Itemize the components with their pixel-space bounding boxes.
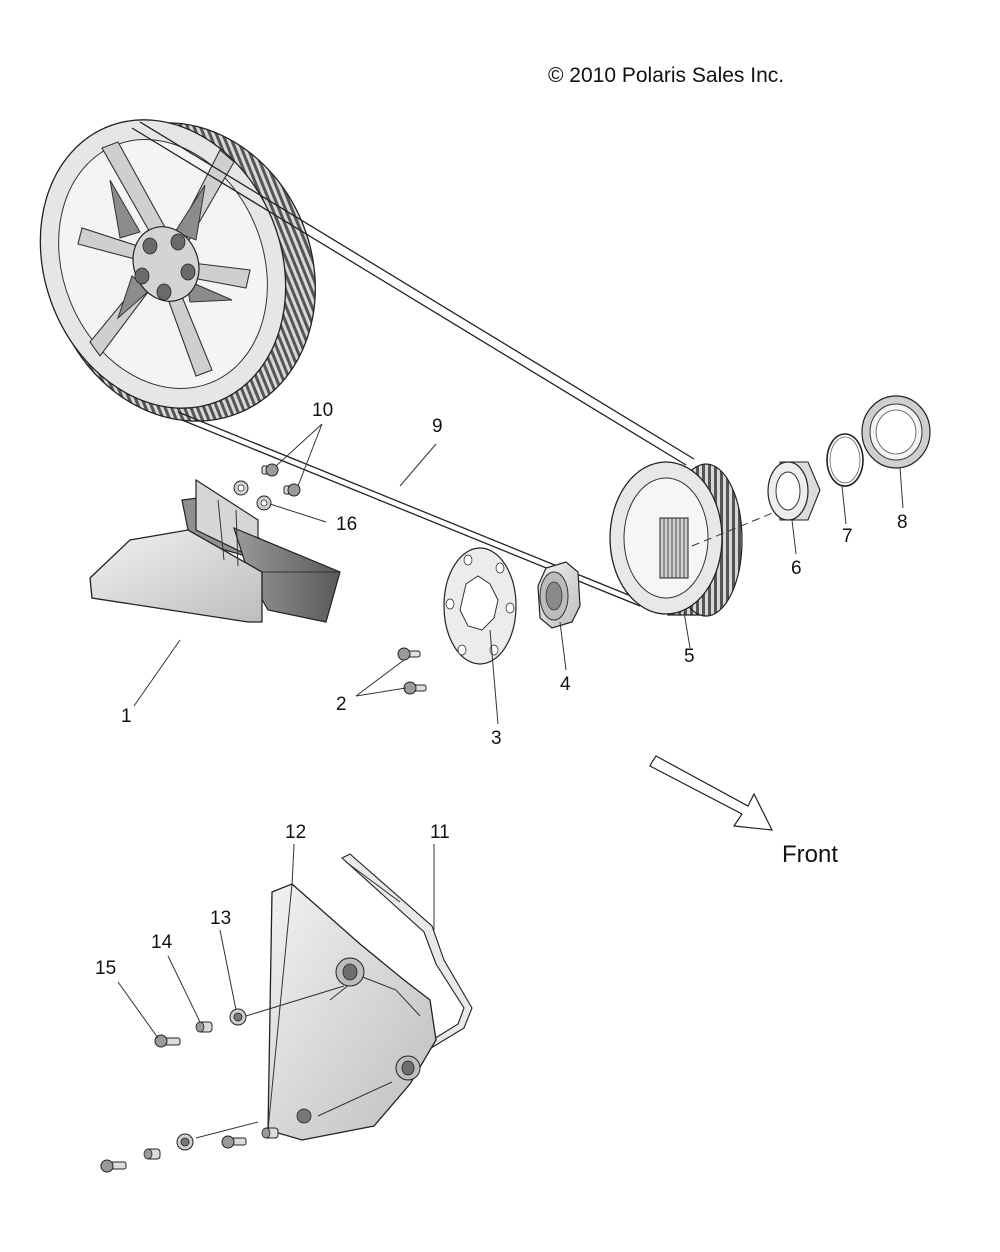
nut-part-4 (537, 561, 581, 629)
callout-9: 9 (432, 416, 443, 437)
bolt-part-10-right (283, 483, 301, 497)
leader-lines (117, 423, 904, 1139)
bushing-lower (176, 1133, 194, 1151)
callout-8: 8 (897, 512, 908, 533)
bolt-lower-left (100, 1159, 127, 1173)
bushing-part-13 (229, 1008, 247, 1026)
callout-labels: 1 2 3 4 5 6 7 8 9 10 11 12 13 14 15 16 (95, 400, 908, 979)
callout-5: 5 (684, 646, 695, 667)
spacer-lower-right (261, 1127, 279, 1139)
bolt-lower-middle (221, 1135, 247, 1149)
spacer-part-14 (195, 1021, 213, 1033)
callout-12: 12 (285, 822, 306, 843)
lock-plate-part-3 (443, 547, 517, 665)
callout-11: 11 (430, 822, 450, 843)
washer-part-16-lower (256, 495, 272, 511)
callout-7: 7 (842, 526, 853, 547)
callout-14: 14 (151, 932, 173, 953)
seal-part-6 (767, 461, 821, 521)
callout-1: 1 (121, 706, 132, 727)
callout-10: 10 (312, 400, 333, 421)
bolt-part-2-lower (403, 681, 427, 695)
washer-part-16-upper (233, 480, 249, 496)
o-ring-part-7 (826, 433, 864, 487)
callout-3: 3 (491, 728, 502, 749)
seal-cover-part-8 (861, 395, 931, 469)
bolt-part-10-left (261, 463, 279, 477)
drive-sprocket (609, 461, 781, 617)
callout-6: 6 (791, 558, 802, 579)
cover-part-12 (267, 883, 437, 1141)
copyright-text: © 2010 Polaris Sales Inc. (548, 64, 784, 87)
callout-15: 15 (95, 958, 116, 979)
callout-4: 4 (560, 674, 571, 695)
bolt-part-15 (154, 1034, 181, 1048)
callout-13: 13 (210, 908, 231, 929)
bolt-part-2-upper (397, 647, 421, 661)
callout-16: 16 (336, 514, 357, 535)
belt-guard-part-1 (89, 478, 341, 623)
callout-2: 2 (336, 694, 347, 715)
front-direction-arrow (649, 755, 774, 831)
front-label: Front (782, 841, 838, 868)
spacer-lower (143, 1148, 161, 1160)
driven-sprocket-wheel (39, 119, 316, 422)
